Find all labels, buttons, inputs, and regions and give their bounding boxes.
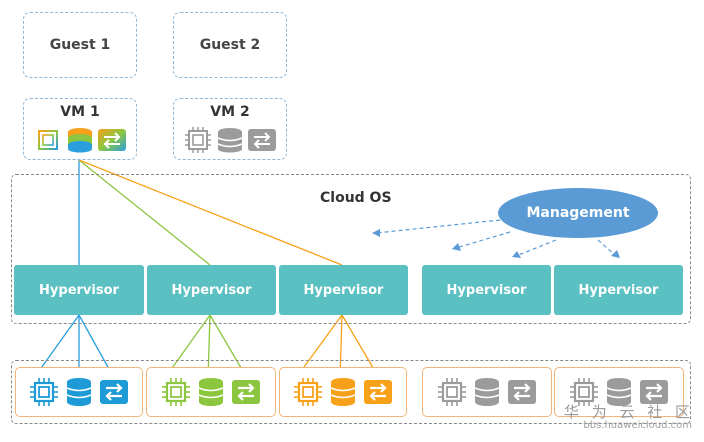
hypervisor-5: Hypervisor [554, 265, 683, 315]
vm-2-label: VM 2 [210, 104, 250, 120]
hypervisor-label: Hypervisor [303, 282, 384, 298]
management-ellipse: Management [498, 188, 658, 238]
network-icon [507, 377, 537, 407]
guest-1-box: Guest 1 [23, 12, 137, 78]
cpu-icon [437, 377, 467, 407]
storage-icon [197, 377, 225, 407]
hardware-group-4 [422, 367, 552, 417]
watermark-url: bbs.huaweicloud.com [583, 420, 692, 431]
hypervisor-4: Hypervisor [422, 265, 551, 315]
storage-icon [66, 127, 94, 153]
hardware-group-3 [279, 367, 407, 417]
hypervisor-2: Hypervisor [147, 265, 276, 315]
hypervisor-label: Hypervisor [171, 282, 252, 298]
vm1-line-green [78, 159, 211, 266]
hypervisor-label: Hypervisor [39, 282, 119, 298]
vm-1-box: VM 1 [23, 98, 137, 160]
cloud-os-label: Cloud OS [320, 190, 392, 206]
cpu-icon [161, 377, 191, 407]
hardware-row-container [11, 360, 691, 424]
hardware-group-1 [15, 367, 143, 417]
network-icon [231, 377, 261, 407]
storage-icon [65, 377, 93, 407]
cloud-os-container [11, 174, 691, 324]
hypervisor-label: Hypervisor [446, 282, 527, 298]
cpu-icon [569, 377, 599, 407]
vm-1-label: VM 1 [60, 104, 100, 120]
vm1-line-orange [78, 159, 343, 266]
network-icon [99, 377, 129, 407]
storage-icon [216, 127, 244, 153]
management-label: Management [526, 205, 630, 221]
vm-2-box: VM 2 [173, 98, 287, 160]
storage-icon [329, 377, 357, 407]
cpu-icon [293, 377, 323, 407]
network-icon [247, 127, 277, 153]
guest-2-label: Guest 2 [199, 37, 261, 53]
storage-icon [605, 377, 633, 407]
guest-1-label: Guest 1 [49, 37, 111, 53]
cpu-icon [183, 127, 213, 153]
hardware-group-2 [146, 367, 276, 417]
hardware-group-5 [554, 367, 684, 417]
hypervisor-label: Hypervisor [578, 282, 659, 298]
network-icon [639, 377, 669, 407]
guest-2-box: Guest 2 [173, 12, 287, 78]
hypervisor-3: Hypervisor [279, 265, 408, 315]
network-icon [363, 377, 393, 407]
storage-icon [473, 377, 501, 407]
cpu-icon [33, 127, 63, 153]
hypervisor-1: Hypervisor [14, 265, 144, 315]
cpu-icon [29, 377, 59, 407]
network-icon [97, 127, 127, 153]
watermark-text: 华 为 云 社 区 [563, 403, 694, 421]
